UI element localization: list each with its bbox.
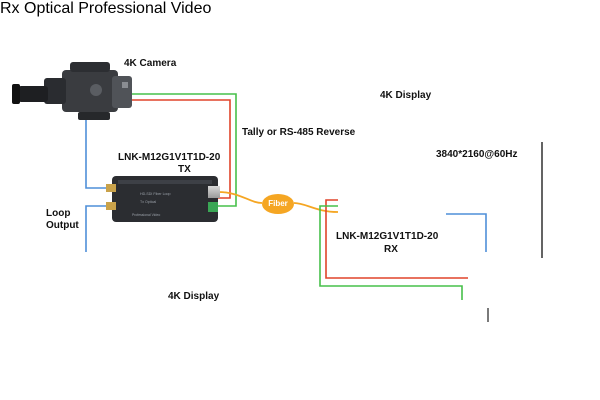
display-right-label: 4K Display bbox=[380, 90, 432, 101]
resolution-label: 3840*2160@60Hz bbox=[436, 149, 518, 160]
fiber-receiver-icon: Rx Optical Professional Video bbox=[0, 0, 212, 17]
display-left-label: 4K Display bbox=[168, 291, 220, 302]
green-line-rx-to-rack bbox=[319, 205, 463, 300]
red-line-camera-to-tx bbox=[130, 99, 231, 199]
tx-label: TX bbox=[178, 164, 191, 175]
svg-text:Professional Video: Professional Video bbox=[132, 213, 160, 217]
green-line-camera-to-tx bbox=[130, 93, 237, 207]
tx-model-label: LNK-M12G1V1T1D-20 bbox=[118, 152, 221, 163]
fiber-badge: Fiber bbox=[262, 194, 294, 214]
connection-lines bbox=[85, 93, 543, 322]
rx-label: RX bbox=[384, 244, 398, 255]
tally-label: Tally or RS-485 Reverse bbox=[242, 127, 356, 138]
blue-line-loop-output bbox=[85, 205, 112, 252]
broadcast-camera-icon bbox=[12, 62, 132, 120]
blue-line-camera-to-tx bbox=[85, 120, 112, 189]
blue-line-rx-to-rack bbox=[446, 213, 487, 252]
red-line-rx-to-rack bbox=[325, 199, 468, 279]
camera-label: 4K Camera bbox=[124, 58, 177, 69]
svg-text:HD-SDI Fiber Loop: HD-SDI Fiber Loop bbox=[140, 192, 171, 196]
loop-output-label: Loop Output bbox=[46, 208, 79, 231]
orange-fiber-line bbox=[217, 191, 339, 213]
svg-text:Tx Optical: Tx Optical bbox=[140, 200, 156, 204]
rx-model-label: LNK-M12G1V1T1D-20 bbox=[336, 231, 439, 242]
fiber-transmitter-icon: HD-SDI Fiber Loop Tx Optical Professiona… bbox=[106, 176, 220, 222]
